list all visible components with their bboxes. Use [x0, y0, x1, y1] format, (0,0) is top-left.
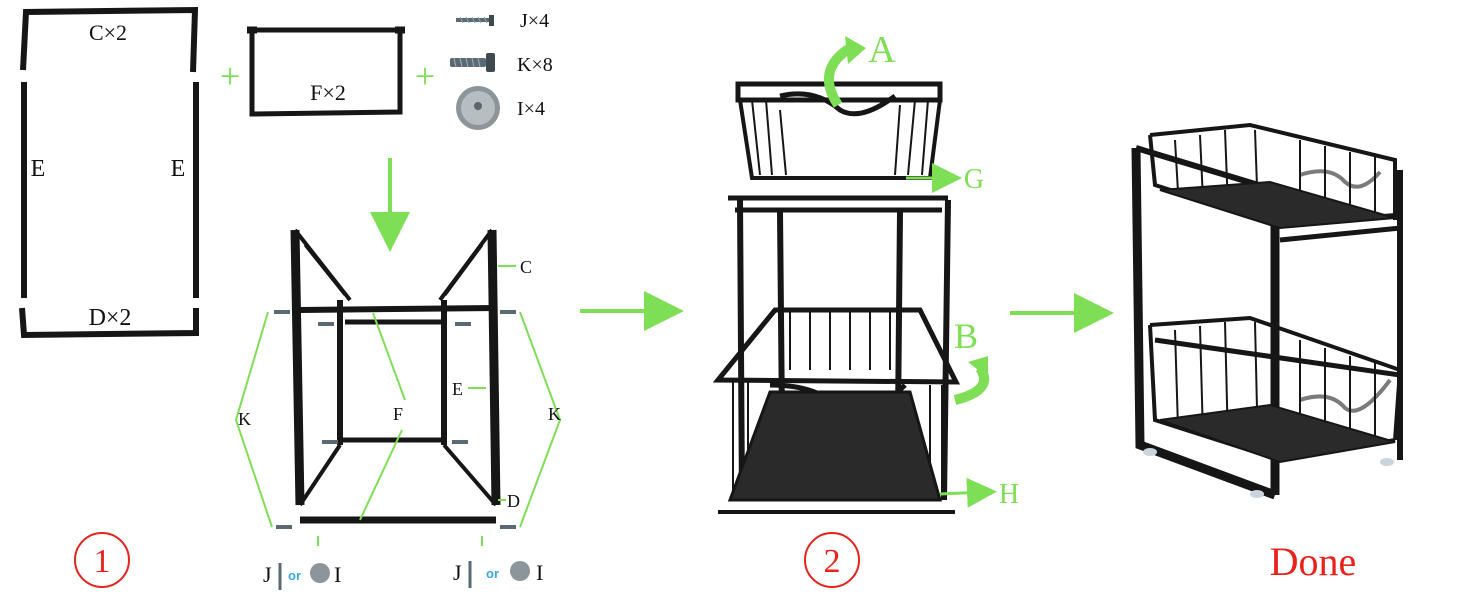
step-2-circle: [804, 532, 860, 588]
label-b: B: [954, 316, 978, 356]
label-a: A: [868, 29, 896, 71]
part-c-d-e-frame: [19, 6, 199, 339]
suction-cup-left-icon: [310, 563, 330, 583]
callout-f-label: F: [393, 404, 403, 424]
screw-markers: [274, 310, 516, 529]
callout-c-label: C: [520, 257, 532, 277]
foot-or-left-label: or: [288, 568, 301, 583]
plus-sign-1: +: [220, 56, 240, 96]
label-h: H: [999, 479, 1019, 510]
finished-rack-feet: [1143, 448, 1394, 498]
suction-cup-right-icon: [510, 561, 530, 581]
callout-k-right-label: K: [548, 404, 561, 424]
label-g: G: [964, 164, 984, 195]
suction-cup-i-icon: [456, 86, 500, 130]
hardware-j-label: J×4: [520, 10, 549, 32]
callout-k-left-label: K: [238, 409, 251, 429]
screw-k-icon: [450, 53, 495, 72]
done-label: Done: [1270, 539, 1357, 584]
foot-j-left-label: J: [263, 562, 272, 587]
callout-d-label: D: [507, 491, 520, 511]
curved-arrow-a-icon: [824, 36, 866, 108]
arrow-h-icon: [939, 477, 997, 508]
foot-i-left-label: I: [334, 562, 341, 587]
curved-arrow-b-icon: [953, 356, 990, 405]
part-f-frame: [247, 26, 405, 117]
step-1-digit: 1: [94, 543, 111, 580]
part-f-label: F×2: [310, 80, 346, 105]
foot-j-right-label: J: [453, 560, 462, 585]
finished-rack: [1131, 122, 1403, 500]
step-1-circle: [74, 532, 130, 588]
hardware-i-label: I×4: [517, 98, 545, 120]
part-c-label: C×2: [89, 20, 127, 45]
part-e-left-label: E: [31, 156, 46, 182]
step-2-digit: 2: [824, 543, 841, 580]
foot-or-right-label: or: [486, 566, 499, 581]
foot-i-right-label: I: [536, 560, 543, 585]
hardware-k-label: K×8: [517, 54, 553, 76]
callout-e-label: E: [452, 379, 463, 399]
callout-lines: [234, 265, 562, 546]
two-tier-rack-step2: [712, 81, 961, 514]
plus-sign-2: +: [415, 56, 435, 96]
part-e-right-label: E: [171, 156, 186, 182]
part-d-label: D×2: [89, 305, 132, 331]
screw-j-icon: [456, 15, 494, 26]
assembled-frame: [290, 228, 501, 524]
